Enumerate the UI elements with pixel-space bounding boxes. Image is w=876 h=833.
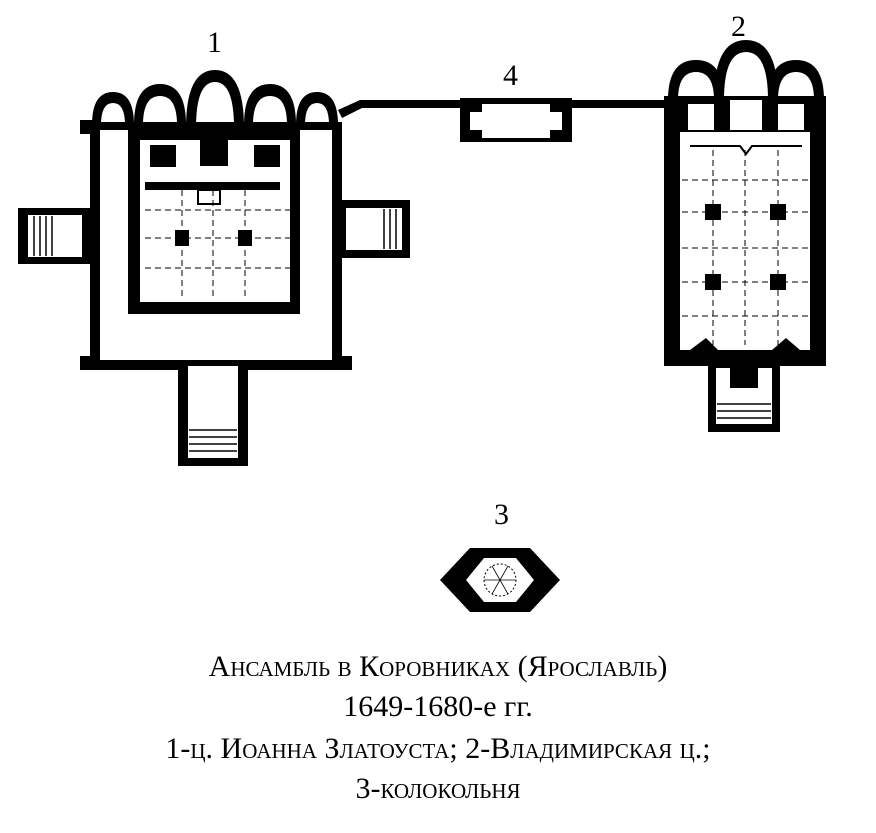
vladimir-church-plan <box>664 40 826 432</box>
label-bell-tower: 3 <box>494 498 509 531</box>
caption-title: Ансамбль в Коровниках (Ярославль) <box>208 650 668 683</box>
bell-tower-plan <box>440 548 560 612</box>
connecting-gallery <box>338 100 665 118</box>
architectural-plan: 1 2 3 4 <box>18 10 826 612</box>
caption-dates: 1649-1680-е гг. <box>343 690 533 723</box>
label-church-vladimir: 2 <box>731 10 746 43</box>
holy-gate-plan <box>460 98 572 142</box>
label-gate: 4 <box>503 59 518 92</box>
church-ioann-zlatousta-plan <box>18 70 410 466</box>
caption-legend-2: 3-колокольня <box>355 772 521 805</box>
label-church-ioann: 1 <box>207 26 222 59</box>
caption-legend-1: 1-ц. Иоанна Златоуста; 2-Владимирская ц.… <box>165 732 711 765</box>
